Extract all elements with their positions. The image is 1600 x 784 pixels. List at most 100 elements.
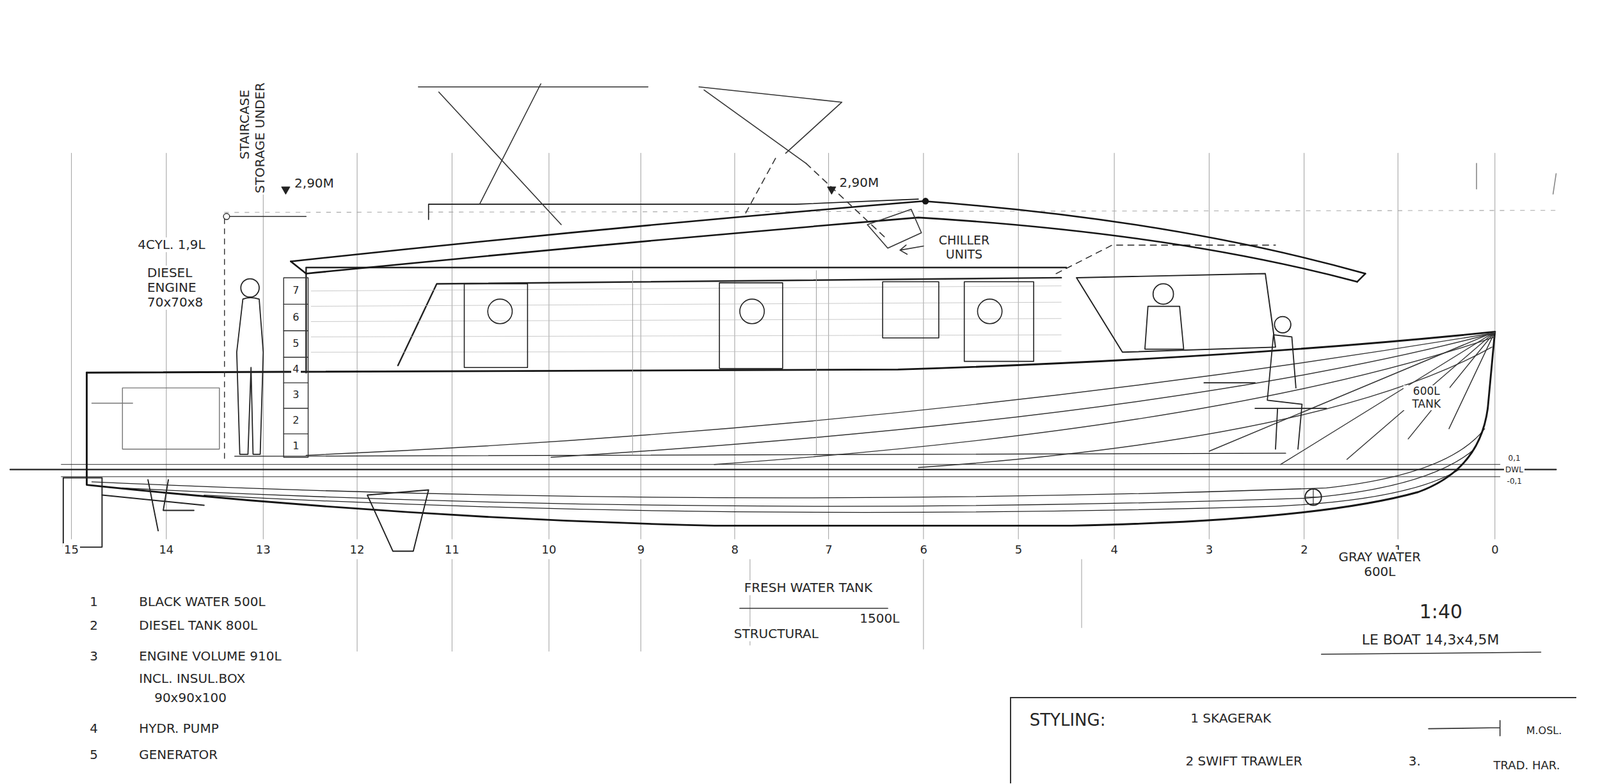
station-number: 11 [443,543,461,557]
station-number: 13 [254,543,272,557]
hardtop-roof-part [290,200,1366,274]
height-markers-part [281,186,290,194]
styling-note: M.OSL. [1525,725,1564,737]
cabin-part [964,281,1034,361]
callout-number: 5 [88,747,100,763]
styling-option: TRAD. HAR. [1492,759,1562,773]
hull-lines-part [714,336,1496,464]
styling-option: 1 SKAGERAK [1189,711,1273,726]
waterlines-part [61,464,1501,477]
legend-item: INCL. INSUL.BOX [137,671,247,687]
tank-note: STRUCTURAL [732,626,820,642]
callout-number: 1 [88,594,100,610]
hull-lines-part [918,346,1492,468]
station-number: 5 [1013,543,1024,557]
station-number: 6 [918,543,928,557]
callout-number: 4 [88,721,100,736]
station-grid-part [357,559,1082,651]
legend-item: ENGINE VOLUME 910L [137,648,283,664]
title-block: LE BOAT 14,3x4,5M [1360,631,1501,648]
cabin-part [464,283,528,368]
figures-part [1203,382,1327,409]
styling-option: 3. [1407,753,1423,769]
appendages-part [1304,488,1322,506]
figures-part [236,297,264,455]
cabin-part [739,298,765,324]
machinery-stack [91,213,308,459]
annotation-lines-part [1428,720,1501,736]
styling-box: STYLING: 1 SKAGERAK 2 SWIFT TRAWLER 3. TRAD.… [1009,696,1577,784]
chiller-units-part [867,209,922,249]
height-dimension: 2,90M [293,176,336,191]
figures-part [1267,334,1302,450]
tank-note: 1500L [858,611,901,626]
appendages-part [367,490,429,552]
height-dimension: 2,90M [837,175,880,191]
cabin-part [305,267,1067,373]
tank-note: FRESH WATER TANK [743,580,874,596]
callout-number: 4 [291,363,301,376]
station-number: 0 [1489,543,1500,557]
chiller-units-part [899,245,924,255]
station-number: 12 [348,543,367,557]
hull-outline [87,331,1496,526]
figures [236,279,1327,455]
station-grid-part [71,152,1496,539]
station-number: 9 [636,543,646,557]
machinery-stack-part [229,216,307,217]
callout-number: 1 [291,440,301,452]
styling-heading: STYLING: [1028,711,1108,731]
engine-note: DIESEL ENGINE 70x70x8 [145,265,223,310]
callout-number: 5 [291,337,301,350]
machinery-stack-part [223,213,230,220]
figures-part [1144,306,1184,350]
hardtop-roof-part [922,198,928,204]
waterline-mark: 0,1 [1507,454,1522,464]
hardtop-roof-part [305,217,1357,282]
cabin-part [719,282,783,369]
station-number: 14 [157,543,175,557]
cabin [305,245,1276,455]
hull-lines-part [1208,331,1495,464]
styling-option: 2 SWIFT TRAWLER [1184,753,1304,769]
figures-part [1153,283,1174,304]
waterlines-part [204,469,1460,513]
waterlines-part [10,469,1556,471]
annotation-lines [739,163,1557,736]
chiller-note: CHILLER UNITS [928,233,1001,262]
machinery-stack-part [283,277,308,458]
callout-number: 3 [291,389,301,401]
hardtop-roof-part [428,199,919,220]
cabin-part [487,298,512,324]
cabin-part [977,298,1002,324]
cabin-part [1076,273,1276,353]
legend-item: GENERATOR [137,747,219,763]
chiller-units [867,209,924,255]
hardtop-roof-part [290,261,1366,282]
cabin-part [882,281,939,338]
station-number: 10 [540,543,558,557]
machinery-stack-part [91,387,219,450]
cabin-part [632,270,817,455]
height-markers-part [827,186,836,194]
station-grid [71,152,1557,651]
station-number: 8 [729,543,740,557]
appendages [63,477,1322,552]
machinery-stack-part [224,218,225,459]
station-number: 3 [1204,543,1215,557]
figures-part [240,279,260,298]
waterline-mark: -0,1 [1505,477,1524,487]
station-number: 2 [1299,543,1309,557]
bimini-frame-part [698,87,842,164]
annotation-lines-part [1476,163,1556,194]
appendages-part [101,480,204,532]
annotation-lines-part [1321,652,1542,655]
tank-note: GRAY WATER 600L [1328,549,1431,580]
tank-note: 600L TANK [1403,385,1450,411]
callout-number: 2 [88,618,100,633]
bimini-frame-part [744,158,888,240]
appendages-part [63,477,103,547]
cabin-part [1056,245,1276,274]
appendages-part [1304,488,1322,506]
